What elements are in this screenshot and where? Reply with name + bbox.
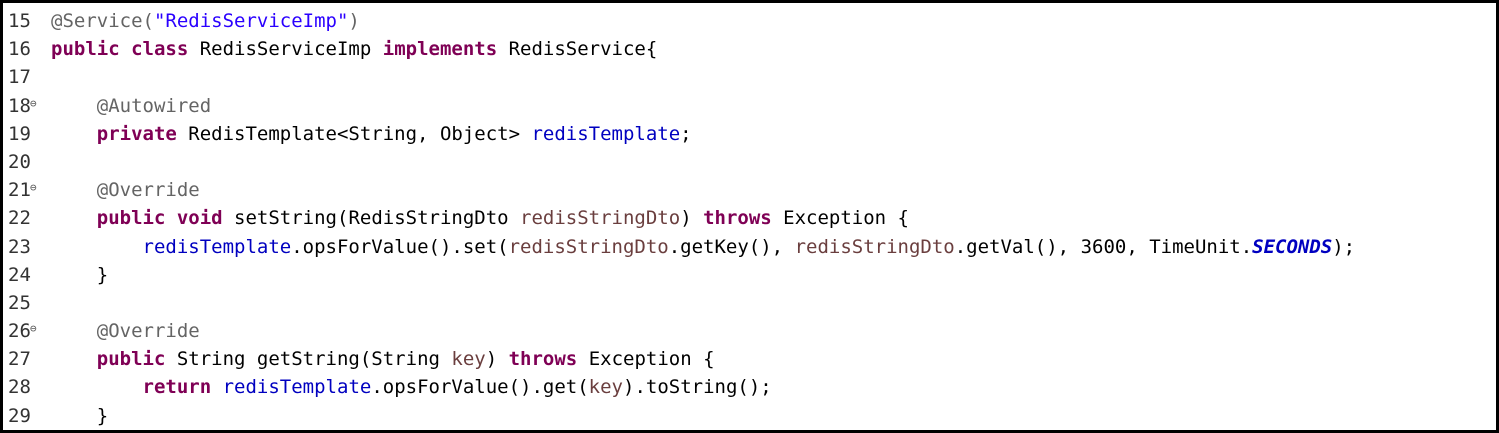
line-number: 29 (8, 404, 31, 427)
code-line[interactable]: public void setString(RedisStringDto red… (51, 204, 1492, 232)
indent (51, 123, 97, 145)
string-literal: "RedisServiceImp" (153, 10, 349, 32)
code-text: } (51, 263, 109, 286)
line-number: 24 (8, 263, 31, 286)
line-number: 23 (8, 235, 31, 258)
code-text: RedisServiceImp (188, 38, 383, 61)
parameter-name: redisStringDto (508, 235, 669, 258)
annotation: @Override (96, 179, 200, 202)
line-number: 17 (8, 66, 31, 89)
parameter-name: key (588, 376, 623, 399)
annotation: @Override (96, 320, 200, 343)
indent (51, 376, 143, 398)
indent (51, 348, 97, 370)
code-line[interactable]: @Override (51, 317, 1492, 345)
line-number: 19 (8, 122, 31, 145)
keyword: public (96, 348, 166, 371)
code-text: RedisTemplate<String, Object> (176, 122, 532, 145)
parameter-name: redisStringDto (520, 207, 681, 230)
code-text: String getString(String (165, 348, 452, 371)
code-line[interactable]: public String getString(String key) thro… (51, 345, 1492, 373)
code-text: RedisService{ (497, 38, 658, 61)
code-line[interactable] (51, 63, 1492, 91)
code-line[interactable]: } (51, 402, 1492, 430)
indent (51, 95, 97, 117)
code-text (211, 376, 222, 398)
code-text: Exception { (771, 207, 909, 230)
line-number: 28 (8, 376, 31, 399)
code-line[interactable]: public class RedisServiceImp implements … (51, 35, 1492, 63)
line-number: 21⊖ (8, 179, 37, 202)
keyword: implements (382, 38, 498, 61)
constant-name: SECONDS (1252, 235, 1333, 258)
code-line[interactable] (51, 148, 1492, 176)
field-name: redisTemplate (142, 235, 292, 258)
annotation: ) (348, 10, 360, 32)
code-line[interactable]: return redisTemplate.opsForValue().get(k… (51, 373, 1492, 401)
code-text-area[interactable]: @Service("RedisServiceImp") public class… (51, 7, 1492, 430)
line-number: 16 (8, 38, 31, 61)
line-number: 26⊖ (8, 320, 37, 343)
code-text: ) (485, 348, 509, 371)
line-number-gutter: 15 16 17 18⊖ 19 20 21⊖ 22 23 24 25 26⊖ 2… (3, 7, 49, 430)
keyword: throws (508, 348, 578, 371)
keyword: return (142, 376, 212, 399)
code-line[interactable]: private RedisTemplate<String, Object> re… (51, 120, 1492, 148)
code-text: .opsForValue().get( (371, 376, 589, 399)
keyword: private (96, 122, 177, 145)
line-number: 15 (8, 10, 31, 32)
code-text: Exception { (577, 348, 715, 371)
indent (51, 320, 97, 342)
keyword: public class (51, 38, 189, 61)
parameter-name: key (451, 348, 486, 371)
code-text: ; (680, 122, 692, 145)
fold-collapse-icon[interactable]: ⊖ (30, 96, 37, 110)
code-line[interactable]: } (51, 261, 1492, 289)
parameter-name: redisStringDto (794, 235, 955, 258)
code-text: ) (680, 207, 704, 230)
indent (51, 207, 97, 229)
line-number: 20 (8, 150, 31, 173)
line-number: 25 (8, 291, 31, 314)
code-text: ).toString(); (623, 376, 772, 399)
annotation: @Autowired (96, 94, 212, 117)
indent (51, 236, 143, 258)
line-number: 22 (8, 207, 31, 230)
annotation: @Service( (51, 10, 154, 32)
code-text: setString(RedisStringDto (222, 207, 521, 230)
code-line[interactable]: @Autowired (51, 92, 1492, 120)
field-name: redisTemplate (222, 376, 372, 399)
fold-collapse-icon[interactable]: ⊖ (30, 181, 37, 195)
code-text: } (51, 404, 109, 427)
fold-collapse-icon[interactable]: ⊖ (30, 322, 37, 336)
code-line[interactable] (51, 289, 1492, 317)
code-text: .getVal(), 3600, TimeUnit. (954, 235, 1253, 258)
indent (51, 179, 97, 201)
keyword: public void (96, 207, 223, 230)
code-text: ); (1332, 235, 1356, 258)
line-number: 27 (8, 348, 31, 371)
code-line[interactable]: @Service("RedisServiceImp") (51, 7, 1492, 35)
code-line[interactable]: @Override (51, 176, 1492, 204)
code-line[interactable]: redisTemplate.opsForValue().set(redisStr… (51, 233, 1492, 261)
keyword: throws (703, 207, 772, 230)
code-text: .opsForValue().set( (291, 235, 509, 258)
field-name: redisTemplate (531, 122, 681, 145)
line-number: 18⊖ (8, 94, 37, 117)
code-text: .getKey(), (668, 235, 795, 258)
